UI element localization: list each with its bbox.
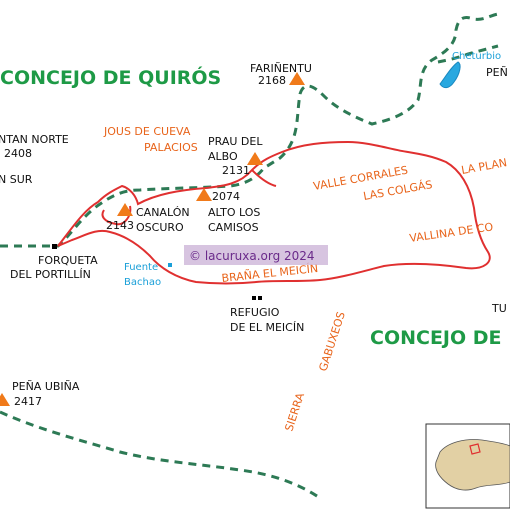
peak-label-farinentu: FARIÑENTU — [250, 62, 312, 75]
spring-icon — [168, 263, 172, 267]
peak-label-pena-ubina: PEÑA UBIÑA — [12, 380, 80, 393]
place-label-jous-de-cueva: JOUS DE CUEVA — [103, 125, 191, 138]
place-label-refugio: REFUGIO — [230, 306, 280, 319]
water-label-cheturbio: Cheturbio — [452, 51, 501, 62]
peak-triangle-icon — [117, 203, 133, 216]
boundary-lines — [0, 12, 499, 500]
peak-triangle-icon — [196, 188, 212, 201]
peak-markers — [0, 72, 305, 406]
region-label-south: CONCEJO DE — [370, 327, 502, 349]
place-label-sierra: SIERRA — [282, 391, 307, 433]
watermark-box — [184, 245, 328, 265]
peak-elev-alto-los-camisos: 2074 — [212, 190, 240, 203]
region-label-quiros: CONCEJO DE QUIRÓS — [0, 65, 221, 89]
peak-triangle-icon — [0, 393, 10, 406]
place-label-forqueta: FORQUETA — [38, 254, 98, 267]
place-label-del-portillin: DEL PORTILLÍN — [10, 268, 91, 281]
peak-elev-canalon: 2143 — [106, 219, 134, 232]
boundary-upper-right — [437, 44, 499, 64]
peak-label-prau-del-albo: PRAU DEL — [208, 135, 263, 148]
inset-highlight — [469, 443, 481, 455]
place-label-gabuxeos: GABUXEOS — [316, 310, 347, 373]
peak-label-tu-right: TU — [491, 302, 507, 315]
peak-label-canalon: CANALÓN — [136, 206, 190, 219]
peak-label-alto-los: ALTO LOS — [208, 206, 260, 219]
peak-label-pena-right: PEÑ — [486, 66, 508, 79]
route-descent — [251, 169, 277, 187]
peak-label-fontan-sur: N SUR — [0, 173, 33, 186]
watermark-text: © lacuruxa.org 2024 — [189, 249, 315, 263]
boundary-main — [0, 12, 499, 248]
peak-label-camisos: CAMISOS — [208, 221, 259, 234]
peak-triangle-icon — [289, 72, 305, 85]
water-label-fuente: Fuente — [124, 262, 158, 273]
peak-elev-farinentu: 2168 — [258, 74, 286, 87]
junction-marker — [52, 244, 57, 249]
peak-label-fontan-norte: NTAN NORTE — [0, 133, 69, 146]
boundary-south — [0, 410, 321, 500]
peak-label-albo: ALBO — [208, 150, 238, 163]
lake-icon — [439, 61, 461, 89]
inset-region-shape — [435, 439, 510, 491]
place-label-la-plana: LA PLAN — [460, 156, 508, 177]
peak-elev-prau-del-albo: 2131 — [222, 164, 250, 177]
peak-elev-fontan-norte: 2408 — [4, 147, 32, 160]
peak-triangle-icon — [247, 152, 263, 165]
peak-label-oscuro: OSCURO — [136, 221, 184, 234]
water-label-bachao: Bachao — [124, 277, 161, 288]
place-label-de-el-meicin: DE EL MEICÍN — [230, 321, 304, 334]
inset-map — [425, 423, 510, 509]
refuge-icon — [252, 296, 262, 300]
peak-elev-pena-ubina: 2417 — [14, 395, 42, 408]
place-label-palacios: PALACIOS — [144, 141, 198, 154]
route-outline — [57, 140, 491, 285]
